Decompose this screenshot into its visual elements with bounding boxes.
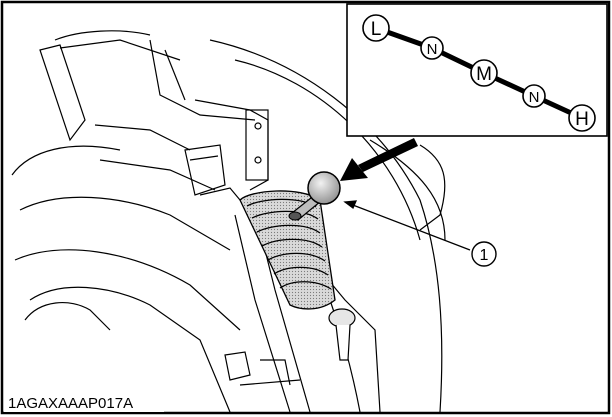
callout-leader <box>343 200 471 251</box>
svg-text:N: N <box>529 89 540 106</box>
gear-position-H: H <box>568 104 596 132</box>
cab-line-art <box>11 30 446 413</box>
svg-text:H: H <box>575 109 589 130</box>
shift-knob <box>307 171 341 205</box>
secondary-lever <box>328 308 356 361</box>
callout-circle <box>471 241 497 267</box>
inset-pointer-arrow <box>340 138 418 181</box>
gear-position-M: M <box>470 59 498 87</box>
gear-position-N: N <box>522 84 546 108</box>
svg-text:M: M <box>476 64 492 85</box>
figure-code-backdrop <box>4 392 164 412</box>
gear-position-L: L <box>362 14 390 42</box>
figure-code: 1AGAXAAAP017A <box>8 395 133 412</box>
svg-text:N: N <box>427 41 438 58</box>
gear-position-N: N <box>420 36 444 60</box>
shift-lever <box>288 171 341 221</box>
callout-number: 1 <box>480 247 489 264</box>
svg-text:L: L <box>371 19 382 40</box>
